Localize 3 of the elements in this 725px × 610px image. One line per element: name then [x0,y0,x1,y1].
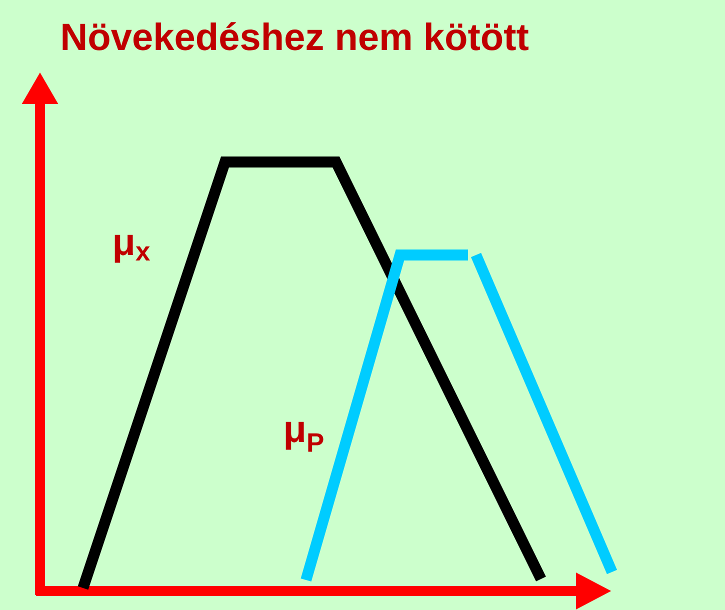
curve-label: μ$_{P}$ [286,422,324,452]
title: Növekedéshez nem kötött [62,22,528,50]
curve-label: μ$_{x}$ [114,234,150,263]
